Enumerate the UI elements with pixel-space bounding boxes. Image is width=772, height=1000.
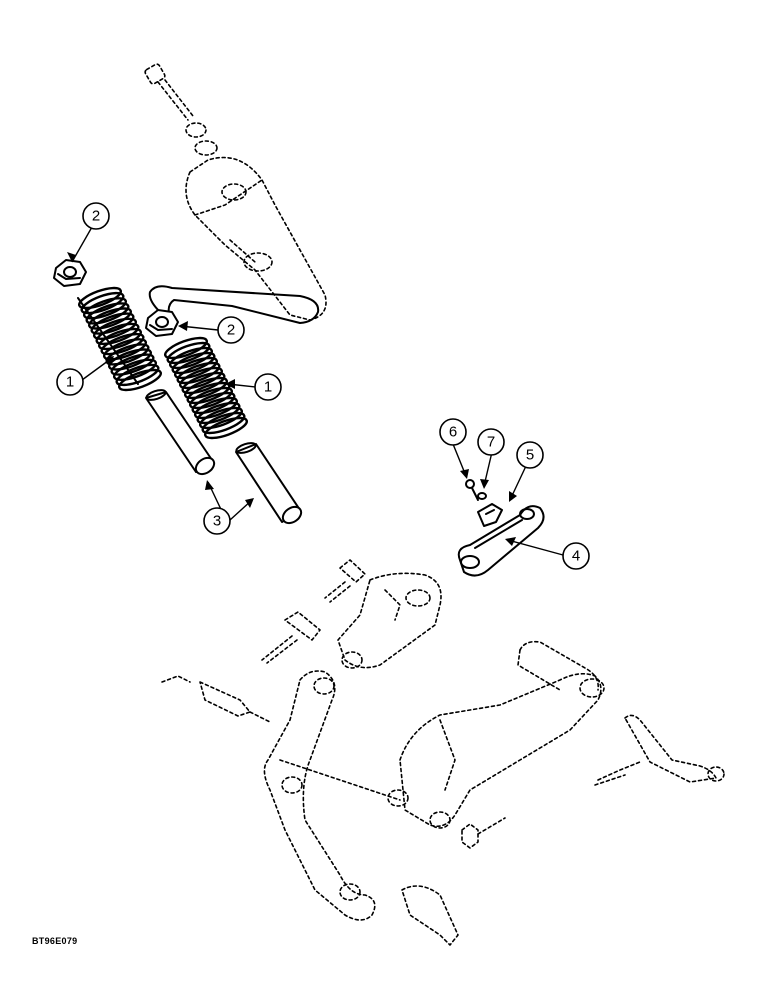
spring-coil-turn	[87, 307, 133, 330]
spring-coil-turn	[198, 406, 244, 430]
spring-coil-turn	[117, 368, 163, 392]
callout-6-label: 6	[449, 424, 457, 441]
cap-screw	[465, 479, 479, 501]
spring-coil-turn	[77, 286, 123, 310]
spring-coil-turn	[201, 411, 246, 435]
callout-6: 6	[439, 418, 467, 446]
clip-bracket	[477, 503, 503, 527]
spring-coil-turn	[178, 366, 224, 390]
spring-coil-turn	[193, 396, 239, 420]
spring-coil-turn	[173, 356, 219, 380]
callout-1-left-label: 1	[66, 374, 74, 391]
spring-coil-turn	[97, 327, 143, 351]
callout-1-right: 1	[254, 373, 282, 401]
spring-coil-turn	[102, 338, 148, 361]
pivot-arm	[457, 505, 545, 577]
callout-4: 4	[562, 542, 590, 570]
spring-coil-turn	[168, 346, 214, 370]
callout-1-left: 1	[56, 368, 84, 396]
spring-coil-turn	[92, 317, 138, 340]
spring-coil-turn	[166, 341, 211, 365]
callout-2-upper-label: 2	[92, 208, 100, 225]
spring-left	[77, 286, 163, 392]
upper-bracket-assembly	[144, 63, 327, 321]
spring-coil-turn	[90, 312, 135, 335]
callout-7: 7	[477, 428, 505, 456]
callout-2-center-label: 2	[227, 322, 235, 339]
spring-coil-turn	[80, 291, 125, 315]
spring-coil-turn	[188, 386, 234, 410]
spring-coil-turn	[85, 302, 130, 325]
callout-1-right-label: 1	[264, 379, 272, 396]
nut-upper-left	[53, 259, 87, 287]
spring-coil-turn	[112, 358, 158, 381]
callout-3-label: 3	[213, 513, 221, 530]
washer	[477, 492, 487, 500]
spring-right	[163, 336, 249, 440]
spring-coil-turn	[176, 361, 221, 385]
spring-coil-turn	[203, 416, 249, 440]
callout-5: 5	[516, 441, 544, 469]
callout-2-center: 2	[217, 316, 245, 344]
leader-lines	[67, 226, 564, 556]
spring-coil-turn	[82, 297, 128, 320]
spring-coil-turn	[191, 391, 236, 415]
spring-link-rod	[148, 285, 320, 324]
callout-5-label: 5	[526, 447, 534, 464]
callout-2-upper: 2	[82, 202, 110, 230]
spring-coil-turn	[196, 401, 241, 425]
sleeve-right	[235, 442, 303, 525]
spring-coil-turn	[183, 376, 229, 400]
lower-dashed-assembly	[161, 559, 725, 946]
spring-coil-turn	[100, 332, 145, 356]
callout-4-label: 4	[572, 548, 580, 565]
sleeve-left	[145, 389, 216, 476]
callout-3: 3	[203, 507, 231, 535]
spring-coil-turn	[181, 371, 226, 395]
spring-coil-turn	[163, 336, 209, 360]
spring-coil-turn	[107, 348, 153, 371]
spring-coil-turn	[110, 353, 155, 376]
spring-coil-turn	[115, 363, 160, 387]
callout-7-label: 7	[487, 434, 495, 451]
reference-code: BT96E079	[32, 936, 77, 946]
spring-coil-turn	[95, 322, 140, 346]
spring-coil-turn	[171, 351, 216, 375]
nut-center	[145, 309, 179, 337]
